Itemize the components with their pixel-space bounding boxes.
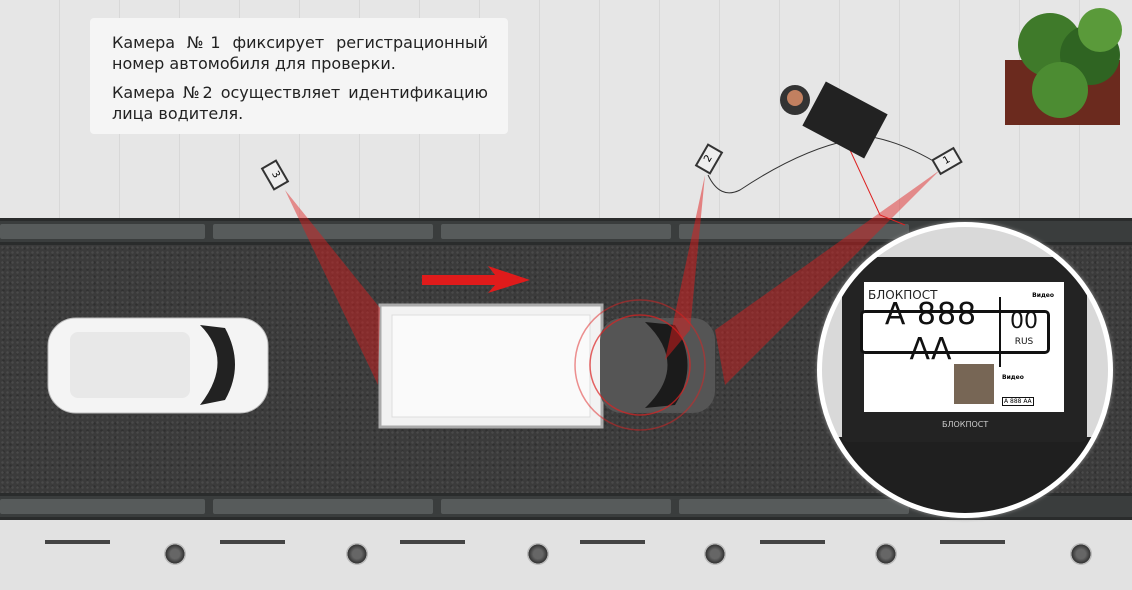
cable bbox=[849, 149, 906, 226]
bollard bbox=[875, 543, 897, 565]
screen-brand: БЛОКПОСТ bbox=[868, 288, 938, 302]
video-thumbnail bbox=[954, 364, 994, 404]
camera-3-label: 3 bbox=[269, 169, 282, 181]
truck bbox=[378, 299, 715, 431]
bollard bbox=[527, 543, 549, 565]
camera-1-label: 1 bbox=[941, 154, 953, 167]
bollard bbox=[346, 543, 368, 565]
direction-arrow bbox=[422, 266, 530, 293]
case-brand: БЛО bbox=[1047, 492, 1092, 516]
camera-2-label: 2 bbox=[702, 153, 715, 165]
plate-country: RUS bbox=[1014, 337, 1034, 347]
control-terminal bbox=[780, 81, 888, 159]
info-camera-1: Камера №1 фиксирует регистрационный номе… bbox=[112, 33, 488, 73]
info-box: Камера №1 фиксирует регистрационный номе… bbox=[90, 18, 508, 134]
sidewalk-bottom bbox=[0, 520, 1132, 590]
info-camera-2: Камера №2 осуществляет идентификацию лиц… bbox=[112, 83, 488, 123]
camera-1-beam bbox=[715, 170, 940, 385]
bollard bbox=[704, 543, 726, 565]
cable bbox=[707, 139, 851, 194]
plate-number: А 888 АА bbox=[863, 297, 1001, 367]
device-case: БЛО bbox=[832, 437, 1108, 516]
lane-dash bbox=[580, 540, 645, 544]
lane-dash bbox=[45, 540, 110, 544]
lane-dash bbox=[760, 540, 825, 544]
plant bbox=[1005, 8, 1122, 125]
camera-2-beam bbox=[665, 175, 705, 360]
bollard bbox=[164, 543, 186, 565]
van bbox=[47, 317, 269, 414]
inset-zoom-circle: БЛО БЛОКПОСТ Видео Видео А 888 АА БЛОКПО… bbox=[817, 222, 1113, 518]
lane-dash bbox=[940, 540, 1005, 544]
camera-3-beam bbox=[285, 190, 380, 385]
lane-dash bbox=[220, 540, 285, 544]
lane-dash bbox=[400, 540, 465, 544]
small-plate: А 888 АА bbox=[1002, 397, 1034, 406]
video-label-2: Видео bbox=[1002, 374, 1024, 381]
monitor-brand: БЛОКПОСТ bbox=[942, 420, 989, 429]
bollard bbox=[1070, 543, 1092, 565]
plate-region: 00 bbox=[1010, 309, 1038, 334]
video-label: Видео bbox=[1032, 292, 1054, 299]
